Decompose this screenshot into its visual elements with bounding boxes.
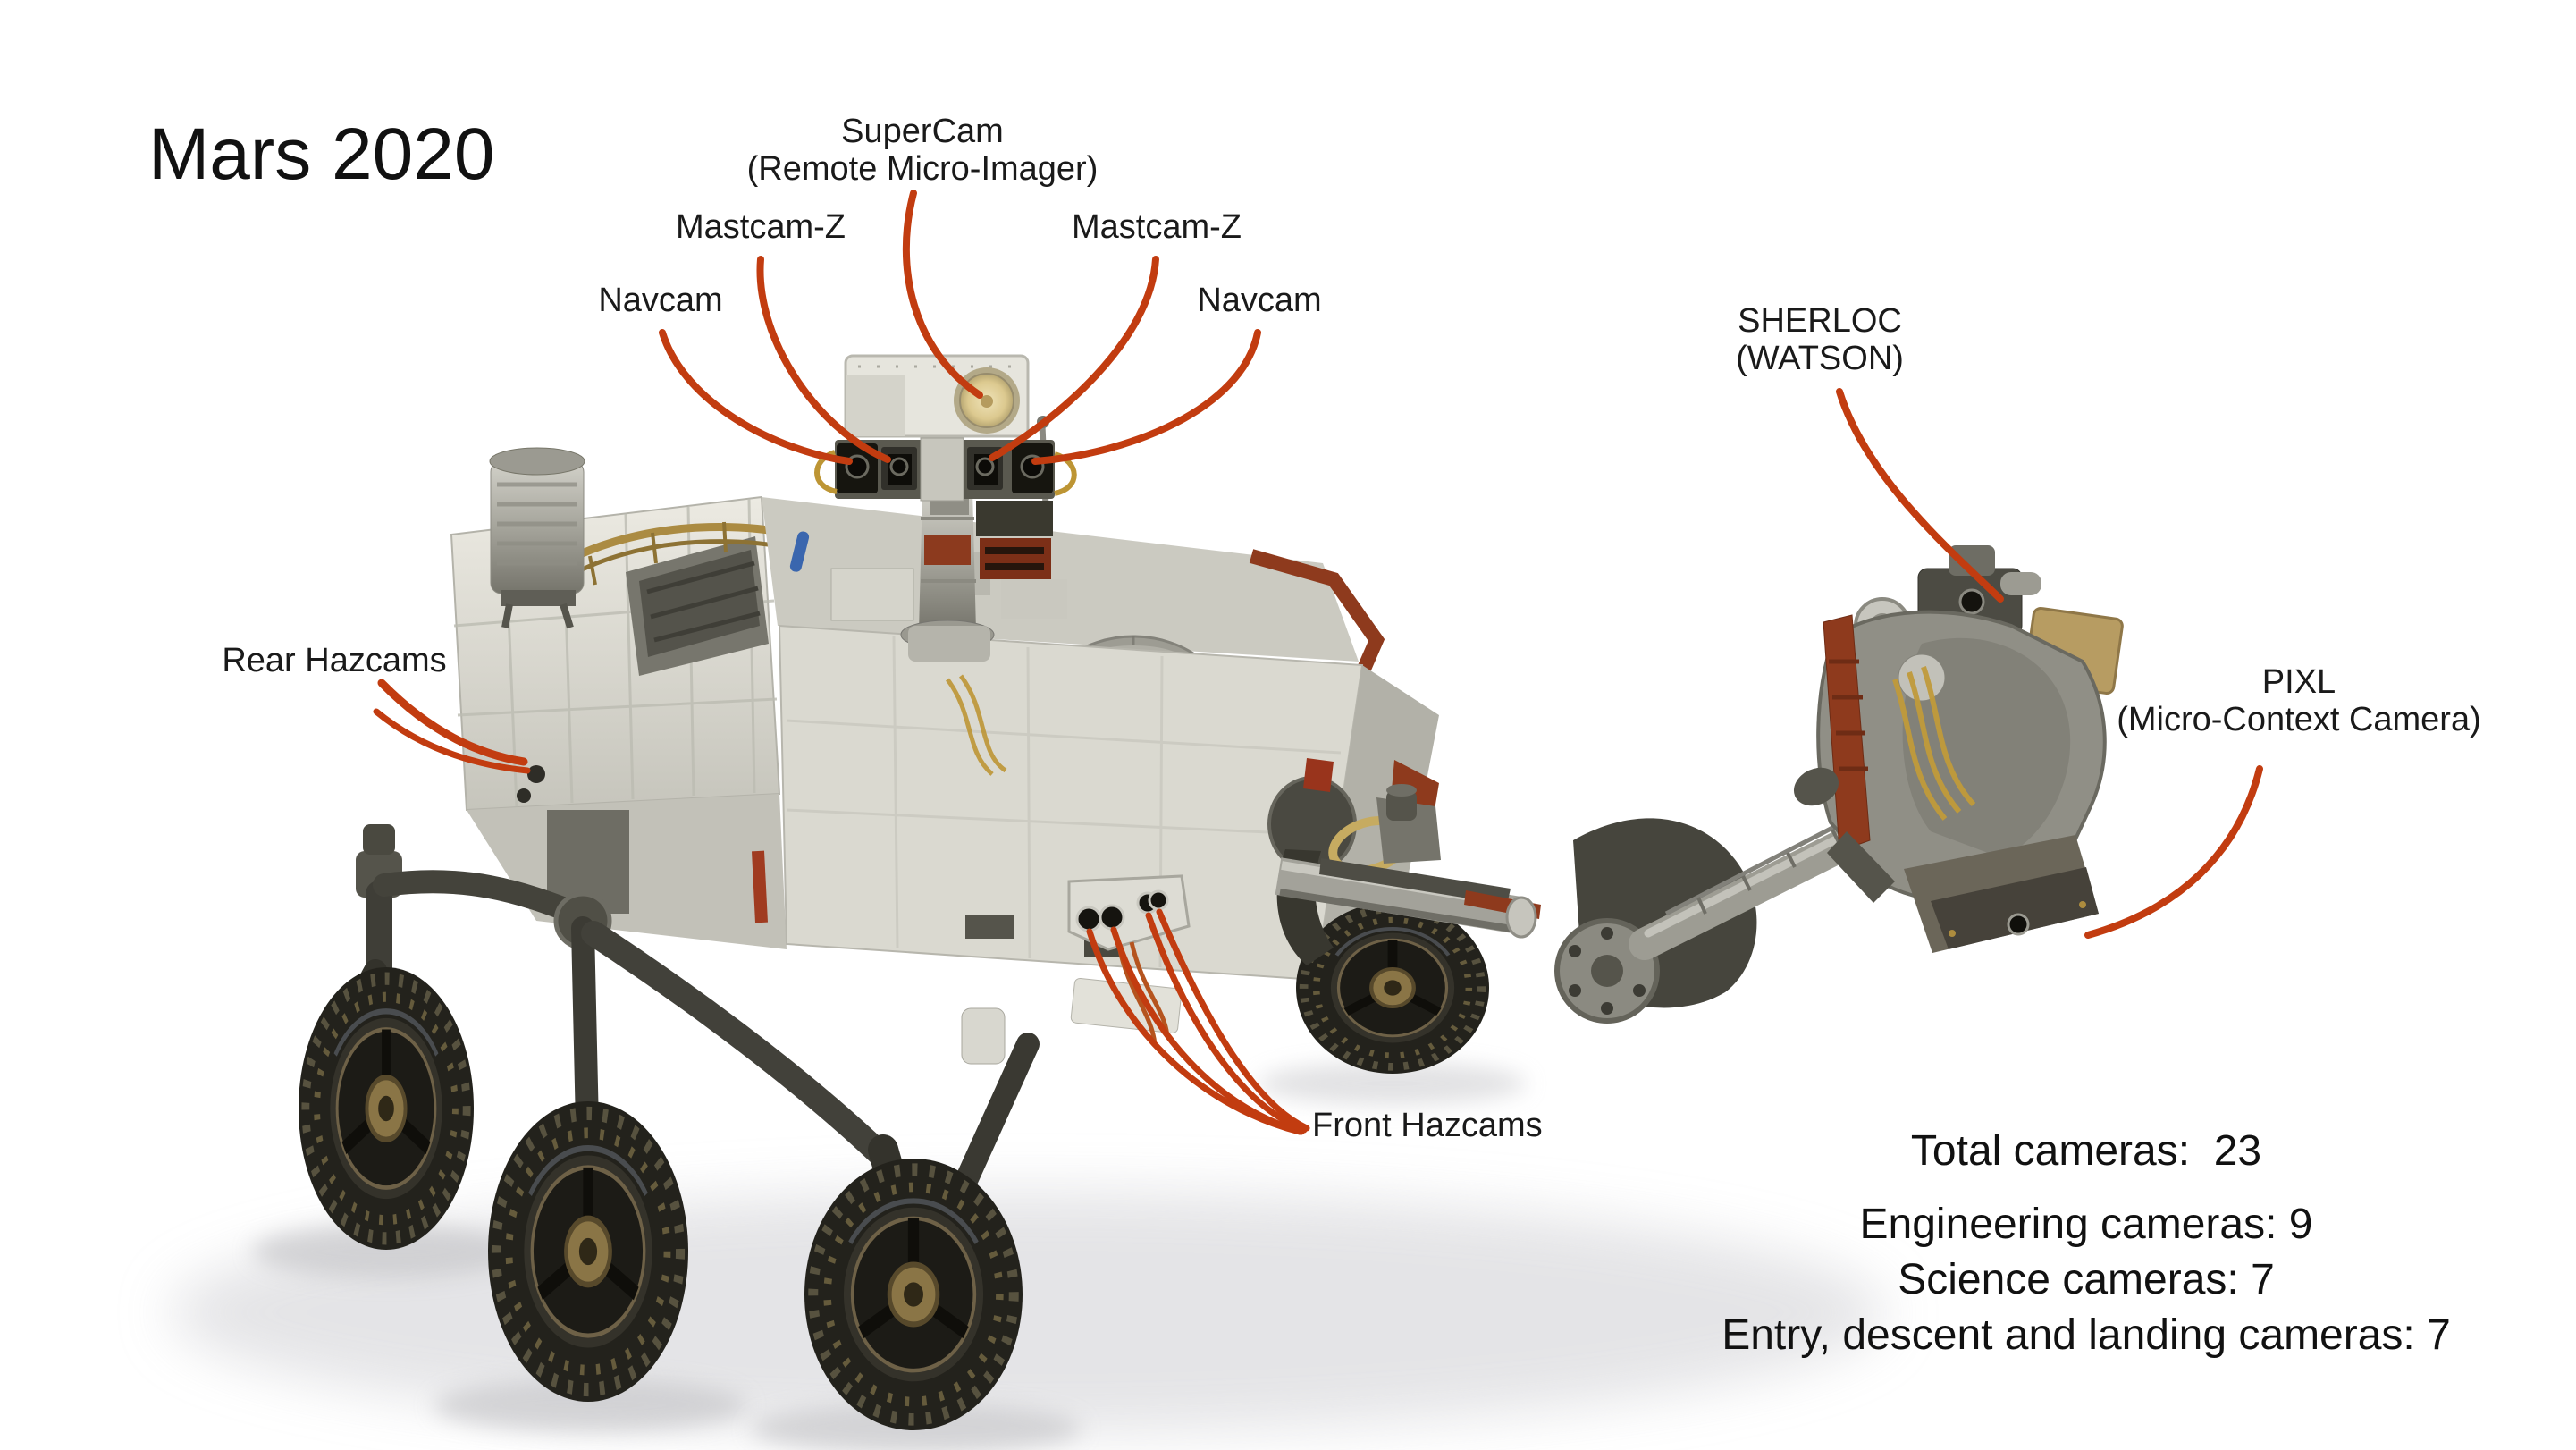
label-pixl: PIXL (Micro-Context Camera) — [2117, 663, 2481, 738]
leader-navcam-right — [1031, 329, 1261, 465]
pixl-subname: (Micro-Context Camera) — [2117, 701, 2481, 738]
supercam-name: SuperCam — [841, 113, 1004, 150]
label-sherloc: SHERLOC (WATSON) — [1736, 302, 1904, 377]
page-title: Mars 2020 — [148, 114, 495, 195]
leader-lines — [373, 190, 2263, 1135]
sherloc-subname: (WATSON) — [1736, 340, 1904, 377]
rover-body — [450, 416, 1439, 1034]
label-mastcam-z-right: Mastcam-Z — [1072, 208, 1242, 246]
label-mastcam-z-left: Mastcam-Z — [676, 208, 846, 246]
leader-rear-hazcams-1 — [377, 679, 528, 766]
arm-turret — [1793, 545, 2124, 953]
leader-supercam — [902, 190, 983, 399]
leader-mastcam-left — [756, 256, 891, 463]
leader-mastcam-right — [989, 256, 1159, 461]
label-front-hazcams: Front Hazcams — [1312, 1107, 1543, 1144]
label-navcam-left: Navcam — [598, 282, 723, 319]
label-supercam: SuperCam (Remote Micro-Imager) — [747, 113, 1099, 188]
label-rear-hazcams: Rear Hazcams — [222, 642, 447, 679]
leader-rear-hazcams-2 — [373, 708, 531, 774]
stat-total-cameras: Total cameras: 23 — [1910, 1127, 2262, 1175]
leader-front-hazcam-3 — [1145, 912, 1308, 1134]
supercam-subname: (Remote Micro-Imager) — [746, 150, 1099, 188]
stat-edl-cameras: Entry, descent and landing cameras: 7 — [1722, 1311, 2451, 1359]
leader-front-hazcam-2 — [1110, 926, 1305, 1135]
leader-sherloc — [1836, 388, 2004, 603]
rear-hazcam-camera — [527, 765, 545, 783]
leader-front-hazcam-4 — [1156, 908, 1310, 1132]
sherloc-name: SHERLOC — [1738, 302, 1902, 340]
label-navcam-right: Navcam — [1197, 282, 1322, 319]
robotic-arm — [1267, 758, 1929, 1024]
leader-navcam-left — [659, 329, 853, 465]
stat-engineering-cameras: Engineering cameras: 9 — [1859, 1201, 2313, 1248]
leader-pixl — [2084, 765, 2263, 939]
stat-science-cameras: Science cameras: 7 — [1898, 1256, 2275, 1303]
pixl-name: PIXL — [2261, 663, 2336, 701]
remote-sensing-mast — [814, 354, 1077, 662]
